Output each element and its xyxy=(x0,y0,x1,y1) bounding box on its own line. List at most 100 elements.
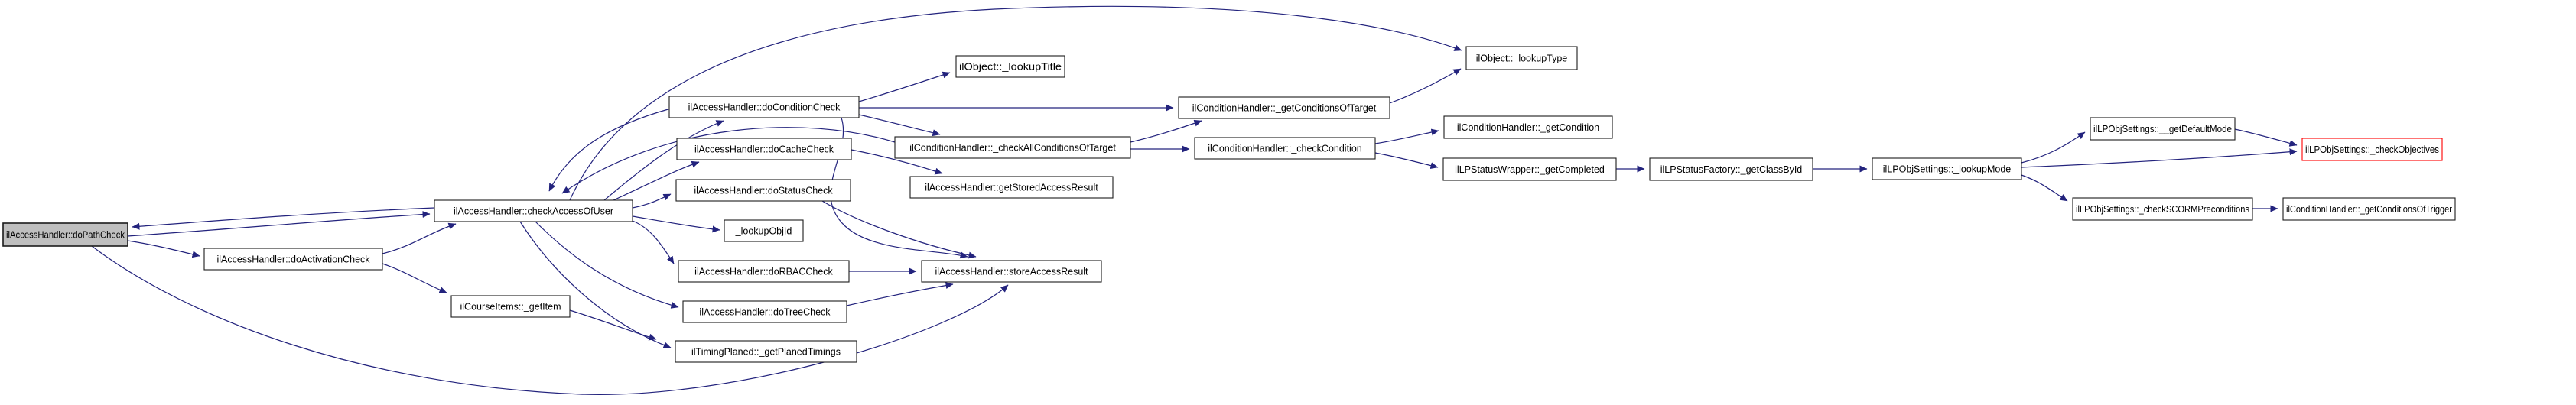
node-checkObjectives[interactable]: ilLPObjSettings::_checkObjectives xyxy=(2301,138,2443,161)
node-lookupType[interactable]: ilObject::_lookupType xyxy=(1465,46,1578,70)
node-box-doStatusCheck[interactable] xyxy=(675,179,851,202)
node-box-checkObjectives[interactable] xyxy=(2301,138,2443,161)
edge-checkAccessOfUser-lookupType xyxy=(569,5,1462,201)
edge-doConditionCheck-lookupTitle xyxy=(858,71,951,102)
node-box-getDefaultMode[interactable] xyxy=(2090,117,2236,141)
edge-doTreeCheck-storeAccessResult xyxy=(846,282,954,306)
edge-lookupMode-checkSCORMPreconditions xyxy=(2021,174,2068,202)
node-label-checkCondition: ilConditionHandler::_checkCondition xyxy=(1208,144,1362,154)
node-label-lookupObjId: _lookupObjId xyxy=(735,226,792,237)
node-doActivationCheck[interactable]: ilAccessHandler::doActivationCheck xyxy=(203,248,383,271)
edge-checkAccessOfUser-doPathCheck xyxy=(132,207,435,230)
node-label-getCompleted: ilLPStatusWrapper::_getCompleted xyxy=(1455,164,1605,175)
node-label-getCondition: ilConditionHandler::_getCondition xyxy=(1457,122,1599,133)
node-box-getStoredAccessResult[interactable] xyxy=(909,176,1114,199)
node-label-getDefaultMode: ilLPObjSettings::__getDefaultMode xyxy=(2093,124,2232,134)
node-checkAccessOfUser[interactable]: ilAccessHandler::checkAccessOfUser xyxy=(434,199,633,222)
node-getStoredAccessResult[interactable]: ilAccessHandler::getStoredAccessResult xyxy=(909,176,1114,199)
edge-layer xyxy=(91,5,2298,396)
node-box-getPlanedTimings[interactable] xyxy=(675,340,857,363)
node-lookupTitle[interactable]: ilObject::_lookupTitle xyxy=(955,55,1065,78)
node-getClassById[interactable]: ilLPStatusFactory::_getClassById xyxy=(1649,157,1813,181)
edge-getDefaultMode-checkObjectives xyxy=(2234,128,2298,147)
node-label-doConditionCheck: ilAccessHandler::doConditionCheck xyxy=(688,102,841,113)
node-label-lookupMode: ilLPObjSettings::_lookupMode xyxy=(1883,164,2012,175)
node-doStatusCheck[interactable]: ilAccessHandler::doStatusCheck xyxy=(675,179,851,202)
node-label-doStatusCheck: ilAccessHandler::doStatusCheck xyxy=(694,186,833,196)
node-doCacheCheck[interactable]: ilAccessHandler::doCacheCheck xyxy=(676,138,852,160)
node-label-getPlanedTimings: ilTimingPlaned::_getPlanedTimings xyxy=(691,347,841,358)
node-box-doPathCheck[interactable] xyxy=(2,222,128,247)
node-box-lookupType[interactable] xyxy=(1465,46,1578,70)
edge-checkAccessOfUser-getPlanedTimings xyxy=(519,221,672,348)
node-getCompleted[interactable]: ilLPStatusWrapper::_getCompleted xyxy=(1442,157,1617,181)
node-box-getCompleted[interactable] xyxy=(1442,157,1617,181)
node-label-checkAllConditionsOfTarget: ilConditionHandler::_checkAllConditionsO… xyxy=(909,143,1116,154)
node-getConditionsOfTarget[interactable]: ilConditionHandler::_getConditionsOfTarg… xyxy=(1178,96,1390,119)
edge-checkAccessOfUser-doCacheCheck xyxy=(613,160,700,201)
node-box-doRBACCheck[interactable] xyxy=(678,260,850,283)
node-box-doTreeCheck[interactable] xyxy=(682,300,847,323)
node-box-lookupObjId[interactable] xyxy=(724,219,804,242)
node-lookupObjId[interactable]: _lookupObjId xyxy=(724,219,804,242)
node-box-getItem[interactable] xyxy=(450,295,571,318)
node-getConditionsOfTrigger[interactable]: ilConditionHandler::_getConditionsOfTrig… xyxy=(2282,197,2456,221)
node-label-getStoredAccessResult: ilAccessHandler::getStoredAccessResult xyxy=(925,183,1098,193)
node-doTreeCheck[interactable]: ilAccessHandler::doTreeCheck xyxy=(682,300,847,323)
node-label-doCacheCheck: ilAccessHandler::doCacheCheck xyxy=(694,144,834,155)
node-checkAllConditionsOfTarget[interactable]: ilConditionHandler::_checkAllConditionsO… xyxy=(894,136,1131,159)
edge-doStatusCheck-storeAccessResult xyxy=(821,200,977,259)
edge-doActivationCheck-getItem xyxy=(382,263,447,293)
node-doRBACCheck[interactable]: ilAccessHandler::doRBACCheck xyxy=(678,260,850,283)
edge-checkAccessOfUser-doRBACCheck xyxy=(632,220,675,264)
edge-doActivationCheck-checkAccessOfUser xyxy=(382,222,457,254)
node-doPathCheck[interactable]: ilAccessHandler::doPathCheck xyxy=(2,222,128,247)
edge-doPathCheck-doActivationCheck xyxy=(127,240,200,258)
node-layer: ilAccessHandler::doPathCheckilAccessHand… xyxy=(2,46,2456,363)
node-box-storeAccessResult[interactable] xyxy=(921,260,1102,283)
node-box-lookupMode[interactable] xyxy=(1872,157,2022,180)
node-storeAccessResult[interactable]: ilAccessHandler::storeAccessResult xyxy=(921,260,1102,283)
node-label-storeAccessResult: ilAccessHandler::storeAccessResult xyxy=(935,267,1088,277)
node-label-doTreeCheck: ilAccessHandler::doTreeCheck xyxy=(699,307,831,318)
node-getItem[interactable]: ilCourseItems::_getItem xyxy=(450,295,571,318)
edge-doPathCheck-checkAccessOfUser xyxy=(127,211,431,237)
node-box-getClassById[interactable] xyxy=(1649,157,1813,181)
node-box-doConditionCheck[interactable] xyxy=(668,96,860,118)
node-box-getConditionsOfTrigger[interactable] xyxy=(2282,197,2456,221)
node-label-checkObjectives: ilLPObjSettings::_checkObjectives xyxy=(2305,144,2439,155)
node-box-doCacheCheck[interactable] xyxy=(676,138,852,160)
edge-checkAllConditionsOfTarget-getConditionsOfTarget xyxy=(1130,119,1202,143)
node-box-checkCondition[interactable] xyxy=(1194,137,1376,160)
node-getCondition[interactable]: ilConditionHandler::_getCondition xyxy=(1443,115,1613,139)
node-checkCondition[interactable]: ilConditionHandler::_checkCondition xyxy=(1194,137,1376,160)
edge-checkAccessOfUser-doTreeCheck xyxy=(535,221,679,309)
node-box-checkSCORMPreconditions[interactable] xyxy=(2072,197,2253,221)
edge-doConditionCheck-checkAccessOfUser xyxy=(548,108,672,192)
node-checkSCORMPreconditions[interactable]: ilLPObjSettings::_checkSCORMPrecondition… xyxy=(2072,197,2253,221)
edge-checkCondition-getCondition xyxy=(1374,128,1439,144)
node-label-doRBACCheck: ilAccessHandler::doRBACCheck xyxy=(694,267,833,277)
node-label-getItem: ilCourseItems::_getItem xyxy=(460,302,561,313)
node-label-doActivationCheck: ilAccessHandler::doActivationCheck xyxy=(216,254,370,265)
node-label-doPathCheck: ilAccessHandler::doPathCheck xyxy=(6,230,125,241)
node-box-checkAccessOfUser[interactable] xyxy=(434,199,633,222)
edge-getItem-getPlanedTimings xyxy=(569,309,657,341)
node-box-getConditionsOfTarget[interactable] xyxy=(1178,96,1390,119)
edge-checkAccessOfUser-doConditionCheck xyxy=(603,120,724,201)
node-box-getCondition[interactable] xyxy=(1443,115,1613,139)
node-label-lookupType: ilObject::_lookupType xyxy=(1476,53,1568,64)
node-doConditionCheck[interactable]: ilAccessHandler::doConditionCheck xyxy=(668,96,860,118)
edge-doConditionCheck-checkAllConditionsOfTarget xyxy=(858,114,941,137)
edge-checkAccessOfUser-lookupObjId xyxy=(632,215,720,233)
node-getDefaultMode[interactable]: ilLPObjSettings::__getDefaultMode xyxy=(2090,117,2236,141)
node-getPlanedTimings[interactable]: ilTimingPlaned::_getPlanedTimings xyxy=(675,340,857,363)
node-box-doActivationCheck[interactable] xyxy=(203,248,383,271)
node-box-lookupTitle[interactable] xyxy=(955,55,1065,78)
edge-doCacheCheck-getStoredAccessResult xyxy=(851,149,943,175)
node-lookupMode[interactable]: ilLPObjSettings::_lookupMode xyxy=(1872,157,2022,180)
edge-checkAllConditionsOfTarget-checkAccessOfUser xyxy=(561,127,896,194)
node-box-checkAllConditionsOfTarget[interactable] xyxy=(894,136,1131,159)
